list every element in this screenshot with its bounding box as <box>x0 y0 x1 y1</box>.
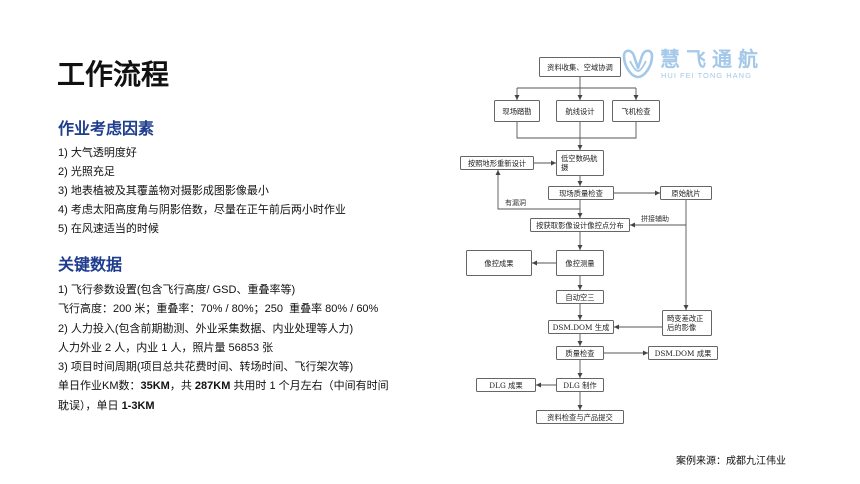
manpower-value: 人力外业 2 人，内业 1 人，照片量 56853 张 <box>58 339 389 358</box>
node-route-design: 航线设计 <box>556 100 604 122</box>
list-item: 1) 大气透明度好 <box>58 147 137 159</box>
node-aerial-photo: 低空数码航摄 <box>556 150 604 176</box>
manpower-title-text: 2) 人力投入(包含前期勘测、外业采集数据、内业处理等人力) <box>58 322 354 335</box>
node-gcp-survey: 像控测量 <box>556 250 604 276</box>
schedule-value-line1: 单日作业KM数：35KM，共 287KM 共用时 1 个月左右（中间有时间 <box>58 377 389 396</box>
schedule-value-line2: 耽误），单日 1-3KM <box>58 397 389 416</box>
node-gcp-results: 像控成果 <box>466 250 532 276</box>
node-dsm-dom-gen: DSM.DOM 生成 <box>548 320 614 334</box>
node-gcp-design: 按获取影像设计像控点分布 <box>530 218 630 232</box>
case-source: 案例来源：成都九江伟业 <box>676 456 786 467</box>
schedule-title-text: 3) 项目时间周期(项目总共花费时间、转场时间、飞行架次等) <box>58 361 354 374</box>
node-redesign: 按照地形重新设计 <box>460 156 534 170</box>
list-item: 5) 在风速适当的时候 <box>58 223 159 235</box>
logo-name: 慧飞通航 <box>660 49 764 71</box>
node-delivery: 资料检查与产品提交 <box>536 410 624 424</box>
daily-range-value: 1-3KM <box>121 399 155 412</box>
connector-merge-bar <box>516 122 637 139</box>
flight-params-title-text: 1) 飞行参数设置(包含飞行高度/ GSD、重叠率等) <box>58 284 296 296</box>
list-item: 4) 考虑太阳高度角与阴影倍数，尽量在正午前后两小时作业 <box>58 204 346 216</box>
manpower-value-text: 人力外业 2 人，内业 1 人，照片量 56853 张 <box>58 341 274 354</box>
list-item: 2) 光照充足 <box>58 166 115 178</box>
edge-label-gaps: 有漏洞 <box>505 199 526 208</box>
factors-list: 1) 大气透明度好 2) 光照充足 3) 地表植被及其覆盖物对摄影成图影像最小 … <box>58 144 346 239</box>
node-dlg-results: DLG 成果 <box>476 378 536 392</box>
node-data-collection: 资料收集、空域协调 <box>539 57 621 77</box>
key-data-heading: 关键数据 <box>58 257 123 274</box>
factors-heading: 作业考虑因素 <box>58 121 155 138</box>
daily-km-value: 35KM <box>140 380 170 393</box>
node-corrected-images: 畸变差改正后的影像 <box>662 310 712 336</box>
flight-params-value-text: 飞行高度：200 米；重叠率：70% / 80%；250 重叠率 80% / 6… <box>58 303 379 316</box>
manpower-title: 2) 人力投入(包含前期勘测、外业采集数据、内业处理等人力) <box>58 320 389 339</box>
list-item: 3) 地表植被及其覆盖物对摄影成图影像最小 <box>58 185 269 197</box>
node-dsm-dom-results: DSM.DOM 成果 <box>648 346 718 360</box>
schedule-title: 3) 项目时间周期(项目总共花费时间、转场时间、飞行架次等) <box>58 358 389 377</box>
node-raw-photos: 原始航片 <box>660 186 712 200</box>
flight-params-title: 1) 飞行参数设置(包含飞行高度/ GSD、重叠率等) <box>58 281 389 300</box>
key-data-list: 1) 飞行参数设置(包含飞行高度/ GSD、重叠率等) 飞行高度：200 米；重… <box>58 281 389 416</box>
total-km-label: ，共 <box>169 380 195 393</box>
logo-pinyin: HUI FEI TONG HANG <box>661 71 752 80</box>
total-km-value: 287KM <box>194 380 231 393</box>
node-site-survey: 现场踏勘 <box>494 100 540 122</box>
node-dlg-production: DLG 制作 <box>556 378 604 392</box>
logo-icon <box>622 49 654 79</box>
node-aircraft-check: 飞机检查 <box>612 100 660 122</box>
page-title: 工作流程 <box>57 59 170 90</box>
edge-label-mosaic-aid: 拼接辅助 <box>641 215 669 224</box>
duration-text: 共用时 1 个月左右（中间有时间 <box>230 380 389 393</box>
duration-text-cont: 耽误），单日 <box>58 399 122 412</box>
node-quality-check: 质量检查 <box>556 346 604 360</box>
flight-params-value: 飞行高度：200 米；重叠率：70% / 80%；250 重叠率 80% / 6… <box>58 300 389 319</box>
daily-km-label: 单日作业KM数： <box>58 380 141 393</box>
node-field-qc: 现场质量检查 <box>548 186 614 200</box>
node-aerotriangulation: 自动空三 <box>556 290 604 304</box>
